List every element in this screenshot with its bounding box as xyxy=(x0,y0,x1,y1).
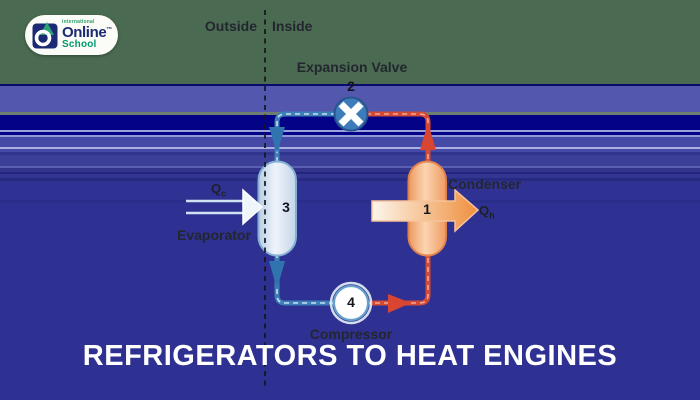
condenser-number: 1 xyxy=(423,201,431,217)
expansion-valve-label: Expansion Valve xyxy=(296,59,408,75)
compressor-label: Compressor xyxy=(309,326,393,342)
qh-label: Qh xyxy=(479,203,495,221)
trademark-mark: ™ xyxy=(106,27,112,33)
qc-label: Qc xyxy=(211,181,227,199)
inside-region-label: Inside xyxy=(272,18,313,34)
pipe-valve-to-evaporator xyxy=(274,111,336,163)
flow-arrow-out-of-compressor xyxy=(388,294,411,313)
expansion-valve-number: 2 xyxy=(347,78,355,94)
evaporator-label: Evaporator xyxy=(177,227,251,243)
online-school-logo-text: international Online™ School xyxy=(62,20,112,50)
evaporator-number: 3 xyxy=(282,199,290,215)
logo-top-word: international xyxy=(62,19,95,25)
flow-arrow-into-evaporator xyxy=(269,127,285,153)
expansion-valve-icon xyxy=(333,96,369,132)
outside-region-label: Outside xyxy=(204,18,257,34)
qc-heat-arrow xyxy=(186,188,264,226)
pipe-condenser-to-valve xyxy=(366,111,431,163)
page-title: REFRIGERATORS TO HEAT ENGINES xyxy=(82,340,618,372)
compressor-icon xyxy=(329,281,373,325)
compressor-number: 4 xyxy=(347,294,355,310)
condenser-label: Condenser xyxy=(448,176,522,192)
flow-arrow-out-of-evaporator xyxy=(269,261,285,289)
pipe-compressor-to-condenser xyxy=(366,253,431,306)
logo-sub-word: School xyxy=(62,39,97,50)
online-school-logo-mark xyxy=(32,21,58,48)
logo-brand-word: Online™ xyxy=(62,24,112,41)
qh-heat-arrow xyxy=(371,188,480,233)
online-school-logo: international Online™ School xyxy=(25,15,118,55)
flow-arrow-out-of-condenser xyxy=(420,123,436,150)
pipe-evaporator-to-compressor xyxy=(274,253,336,306)
